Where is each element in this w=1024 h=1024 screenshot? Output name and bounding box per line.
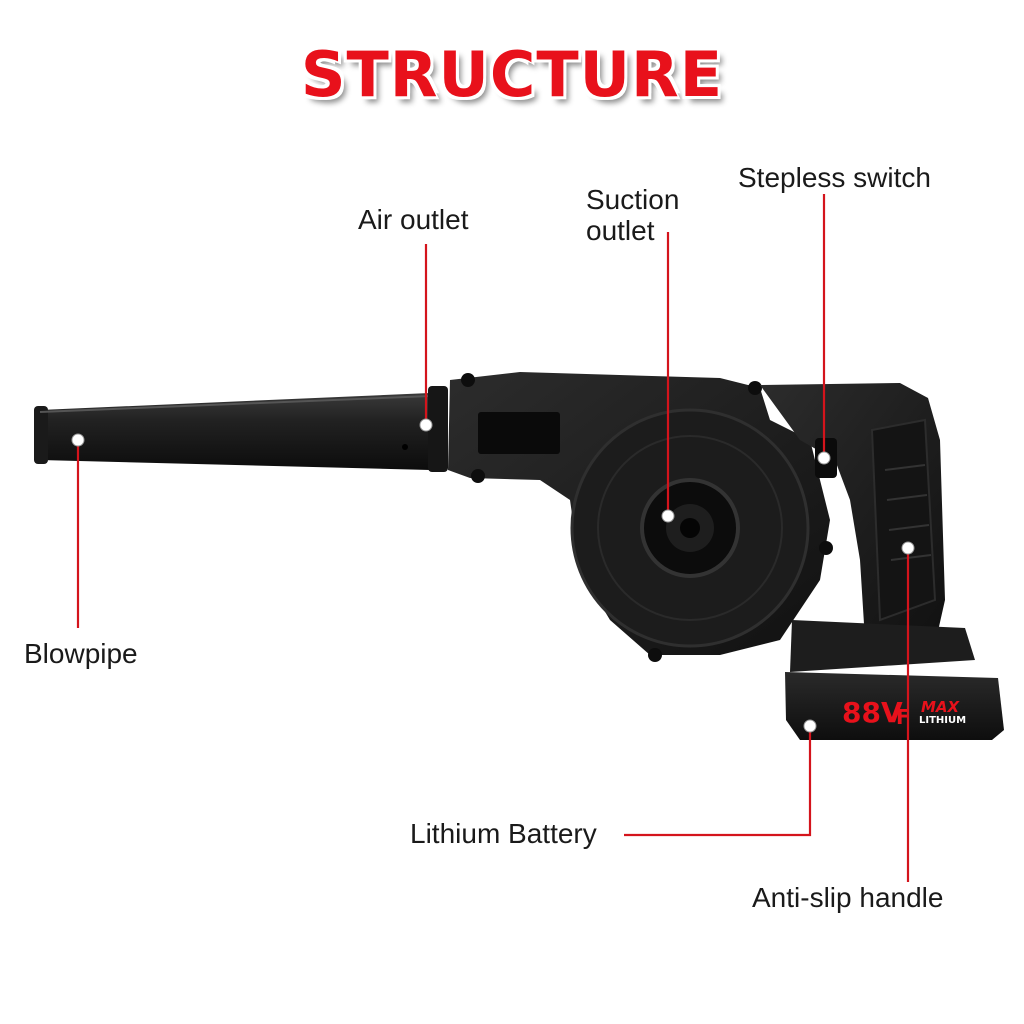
air-outlet-part	[428, 386, 448, 472]
marker-dots	[71, 418, 915, 733]
battery-type-text: LITHIUM	[919, 715, 966, 726]
label-suction-outlet-line2: outlet	[586, 215, 655, 246]
label-lithium-battery: Lithium Battery	[410, 818, 597, 849]
marker-blowpipe	[71, 433, 85, 447]
blower-body	[448, 372, 833, 662]
suction-outlet-part	[640, 478, 740, 578]
marker-anti-slip-handle	[901, 541, 915, 555]
battery-max-text: MAX	[921, 698, 961, 716]
leader-lithium-battery	[624, 726, 812, 837]
blowpipe-part	[34, 393, 431, 470]
handle-part	[760, 383, 945, 640]
leader-lines	[76, 194, 910, 882]
battery-voltage-text: 88V	[842, 696, 903, 729]
label-suction-outlet-line1: Suction	[586, 184, 680, 215]
label-stepless-switch: Stepless switch	[738, 162, 931, 193]
page-title: STRUCTURE	[300, 38, 724, 111]
marker-suction-outlet	[661, 509, 675, 523]
marker-stepless-switch	[817, 451, 831, 465]
battery-part: 88V F MAX LITHIUM	[785, 620, 1004, 740]
label-blowpipe: Blowpipe	[24, 638, 138, 669]
marker-air-outlet	[419, 418, 433, 432]
label-anti-slip-handle: Anti-slip handle	[752, 882, 944, 913]
battery-unit-mark-text: F	[896, 705, 910, 729]
marker-lithium-battery	[803, 719, 817, 733]
label-air-outlet: Air outlet	[358, 204, 469, 235]
